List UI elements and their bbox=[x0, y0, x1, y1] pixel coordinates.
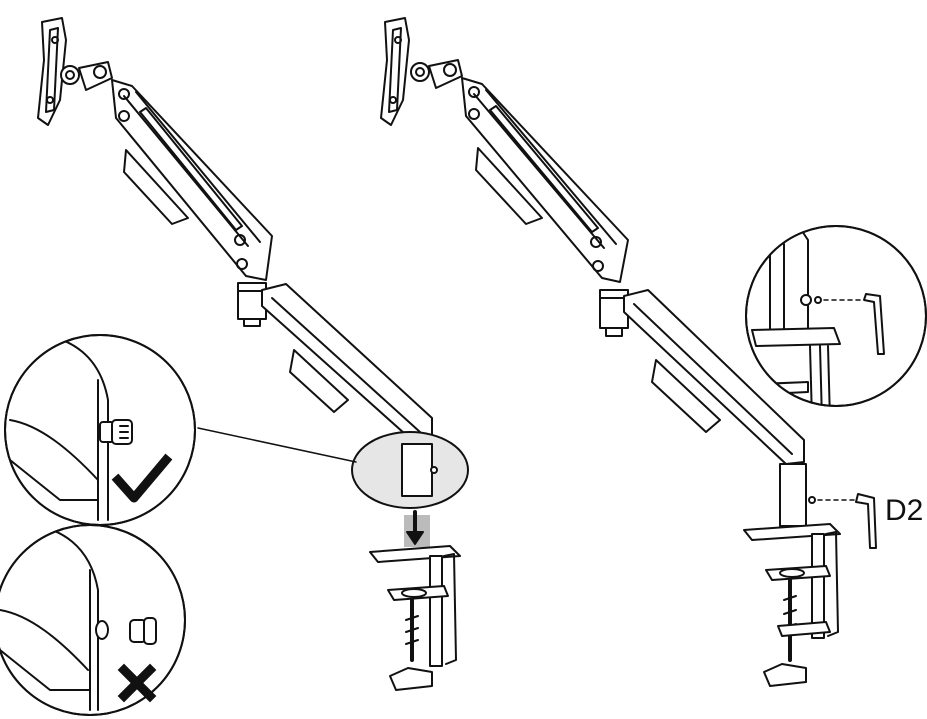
left-vesa-plate bbox=[37, 17, 113, 126]
detail-circle-wrench bbox=[745, 225, 927, 407]
hex-wrench-icon bbox=[817, 493, 877, 549]
left-upper-arm bbox=[111, 79, 273, 281]
right-lower-arm bbox=[623, 289, 805, 465]
left-arm-assembly bbox=[37, 17, 469, 691]
insert-arrow-icon bbox=[404, 510, 430, 547]
right-upper-arm bbox=[461, 77, 629, 283]
right-desk-clamp bbox=[743, 523, 841, 687]
detail-circle-incorrect bbox=[0, 524, 186, 716]
left-post bbox=[401, 443, 438, 497]
check-mark-icon bbox=[111, 453, 173, 503]
cross-mark-icon bbox=[117, 663, 157, 703]
callout-leader-line bbox=[197, 427, 357, 463]
left-desk-clamp bbox=[369, 545, 461, 691]
right-vesa-plate bbox=[380, 17, 463, 126]
right-arm-assembly bbox=[380, 17, 877, 687]
right-post bbox=[779, 463, 816, 527]
left-lower-arm bbox=[261, 283, 433, 443]
wrench-label: D2 bbox=[885, 494, 924, 527]
detail-circle-correct bbox=[4, 334, 196, 526]
